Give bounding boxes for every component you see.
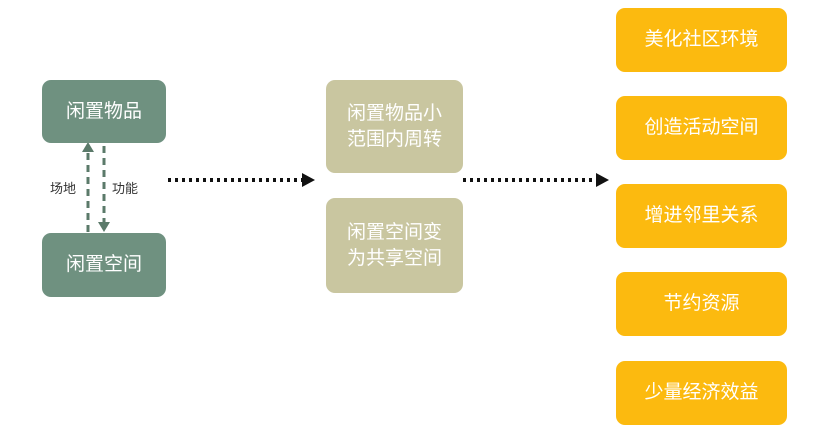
benefit-label-4: 节约资源	[663, 292, 740, 315]
idle-space-box: 闲置空间	[42, 233, 166, 297]
benefit-box-2: 创造活动空间	[616, 96, 787, 160]
benefit-box-4: 节约资源	[616, 272, 787, 336]
benefit-label-1: 美化社区环境	[644, 28, 759, 51]
benefit-box-1: 美化社区环境	[616, 8, 787, 72]
idle-items-box: 闲置物品	[42, 80, 166, 143]
idle-space-label: 闲置空间	[65, 253, 142, 276]
benefit-box-3: 增进邻里关系	[616, 184, 787, 248]
middle-box-2-text: 闲置空间变 为共享空间	[346, 220, 442, 269]
arrow-up-head	[82, 142, 94, 152]
benefit-label-2: 创造活动空间	[644, 116, 759, 139]
benefit-box-5: 少量经济效益	[616, 361, 787, 425]
middle-box-1: 闲置物品小 范围内周转	[326, 80, 463, 173]
arrow-source-to-middle-head	[302, 173, 315, 187]
venue-label: 场地	[50, 182, 77, 197]
idle-items-label: 闲置物品	[65, 99, 142, 122]
benefit-label-5: 少量经济效益	[644, 381, 759, 404]
middle-box-1-text: 闲置物品小 范围内周转	[346, 101, 442, 150]
benefit-label-3: 增进邻里关系	[644, 204, 759, 227]
arrow-middle-to-benefits-head	[596, 173, 609, 187]
function-label: 功能	[112, 182, 139, 197]
middle-box-2: 闲置空间变 为共享空间	[326, 198, 463, 293]
arrow-down-head	[98, 222, 110, 232]
